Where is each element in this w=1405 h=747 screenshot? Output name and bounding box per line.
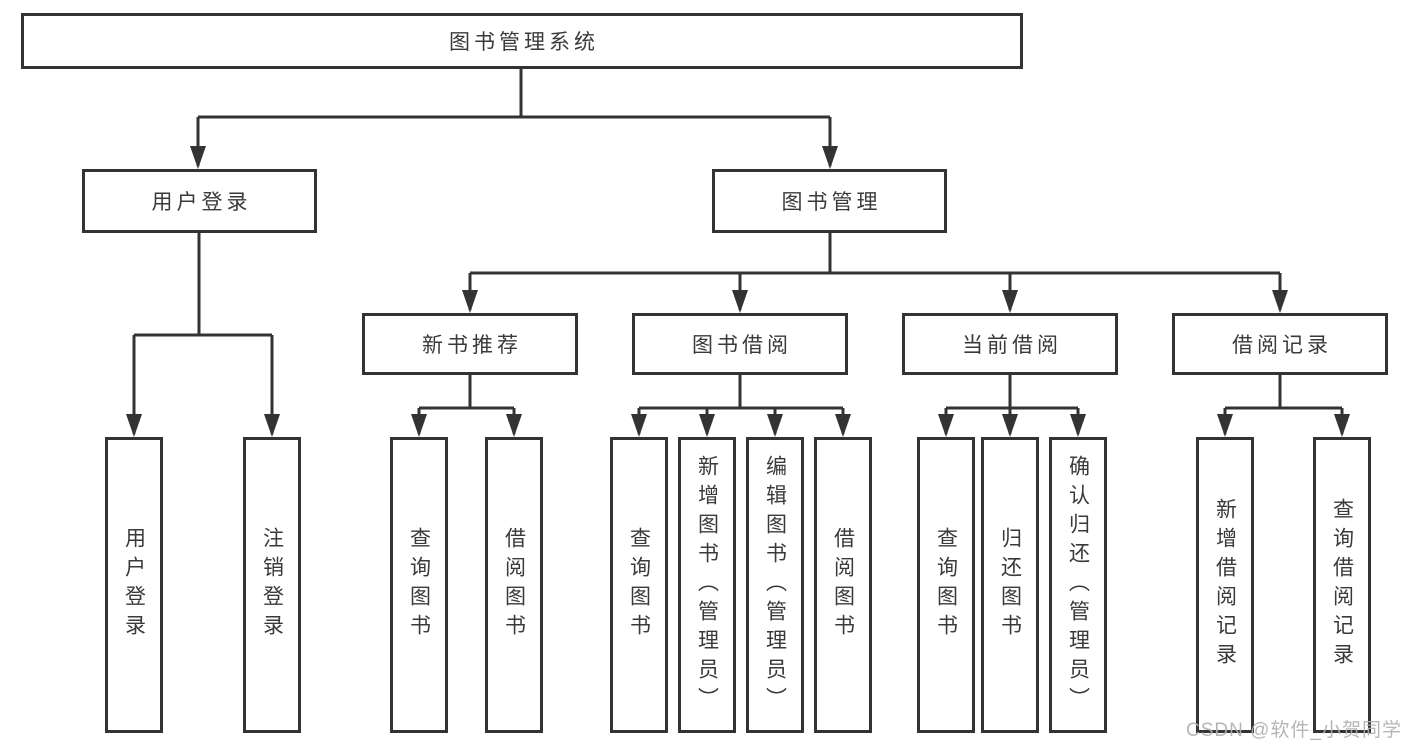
node-add-book-admin-label: 新增图书（管理员） [695,454,719,716]
watermark: CSDN @软件_小贺同学 [1186,720,1402,741]
node-add-book-admin: 新增图书（管理员） [678,437,736,733]
node-user-login-branch: 用户登录 [82,169,317,233]
node-edit-book-admin-label: 编辑图书（管理员） [763,454,787,716]
node-query-borrow-record: 查询借阅记录 [1313,437,1371,733]
node-logout-leaf: 注销登录 [243,437,301,733]
node-logout-leaf-label: 注销登录 [260,527,284,643]
node-query-borrow-record-label: 查询借阅记录 [1330,498,1354,672]
node-current-query-books: 查询图书 [917,437,975,733]
node-borrow-query-books: 查询图书 [610,437,668,733]
connector-lines [132,69,1344,434]
node-user-login-leaf: 用户登录 [105,437,163,733]
arrowheads [126,146,1350,437]
node-borrow-query-books-label: 查询图书 [627,527,651,643]
node-user-login-leaf-label: 用户登录 [122,527,146,643]
node-root-label: 图书管理系统 [449,31,599,54]
node-confirm-return-admin: 确认归还（管理员） [1049,437,1107,733]
node-current-borrow-label: 当前借阅 [962,334,1062,357]
node-new-book-recommend-label: 新书推荐 [422,334,522,357]
node-borrow-records-label: 借阅记录 [1232,334,1332,357]
node-borrow-books-leaf-label: 借阅图书 [831,527,855,643]
node-book-borrow-label: 图书借阅 [692,334,792,357]
node-add-borrow-record-label: 新增借阅记录 [1213,498,1237,672]
node-return-books: 归还图书 [981,437,1039,733]
node-add-borrow-record: 新增借阅记录 [1196,437,1254,733]
node-recommend-borrow-books-label: 借阅图书 [502,527,526,643]
node-confirm-return-admin-label: 确认归还（管理员） [1066,454,1090,716]
node-current-borrow: 当前借阅 [902,313,1118,375]
node-user-login-branch-label: 用户登录 [151,191,252,214]
node-return-books-label: 归还图书 [998,527,1022,643]
node-book-management-label: 图书管理 [781,191,882,214]
node-book-borrow: 图书借阅 [632,313,848,375]
node-recommend-query-books: 查询图书 [390,437,448,733]
node-current-query-books-label: 查询图书 [934,527,958,643]
node-recommend-query-books-label: 查询图书 [407,527,431,643]
node-book-management: 图书管理 [712,169,947,233]
node-new-book-recommend: 新书推荐 [362,313,578,375]
node-borrow-books-leaf: 借阅图书 [814,437,872,733]
node-root: 图书管理系统 [21,13,1023,69]
node-borrow-records: 借阅记录 [1172,313,1388,375]
node-recommend-borrow-books: 借阅图书 [485,437,543,733]
node-edit-book-admin: 编辑图书（管理员） [746,437,804,733]
